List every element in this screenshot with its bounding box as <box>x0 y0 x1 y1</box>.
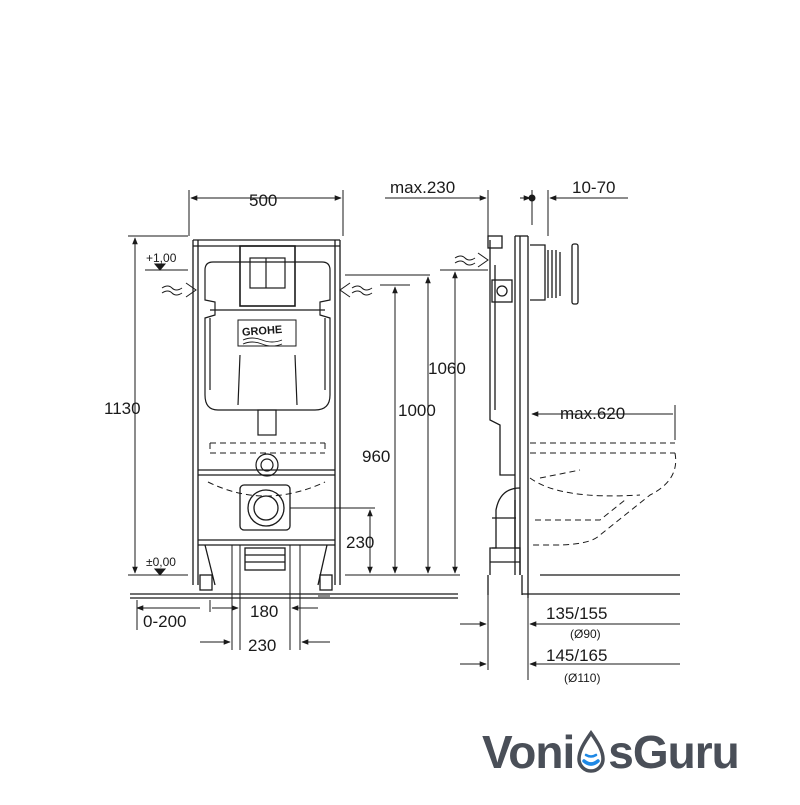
dim-width-500: 500 <box>249 191 277 210</box>
level-top-label: +1,00 <box>146 251 177 265</box>
dim-wall-thickness: 10-70 <box>572 178 615 197</box>
front-frame <box>192 239 341 591</box>
front-dimensions <box>128 190 460 650</box>
water-drop-icon <box>574 729 608 775</box>
watermark: Voni sGuru <box>482 722 782 782</box>
watermark-text-part2: sGuru <box>608 726 739 778</box>
bowl-outline-side <box>529 442 677 546</box>
side-water-inlet <box>454 252 489 268</box>
dim-pipe-110-diameter: (Ø110) <box>564 671 600 685</box>
dim-spacing-230: 230 <box>248 636 276 655</box>
brand-logo: GROHE <box>237 319 297 347</box>
cistern <box>204 245 331 477</box>
bowl-outline-front <box>207 442 326 497</box>
level-floor-label: ±0,00 <box>146 555 176 569</box>
dim-pipe-110: 145/165 <box>546 646 607 665</box>
dim-height-230: 230 <box>346 533 374 552</box>
dim-floor-offset: 0-200 <box>143 612 186 631</box>
watermark-text-part1: Voni <box>482 726 575 778</box>
dim-height-1060: 1060 <box>428 359 466 378</box>
dim-spacing-180: 180 <box>250 602 278 621</box>
side-frame <box>487 235 579 598</box>
water-inlets <box>161 282 373 298</box>
dim-bowl-projection: max.620 <box>560 404 625 423</box>
dim-height-1130: 1130 <box>104 399 141 418</box>
floor-lines <box>130 574 680 599</box>
brand-logo-text: GROHE <box>242 324 283 339</box>
dim-height-1000: 1000 <box>398 401 436 420</box>
dim-max-depth: max.230 <box>390 178 455 197</box>
side-dimensions <box>385 190 680 680</box>
dim-pipe-90: 135/155 <box>546 604 607 623</box>
outlet <box>239 484 291 571</box>
dim-height-960: 960 <box>362 447 390 466</box>
dim-pipe-90-diameter: (Ø90) <box>570 627 601 641</box>
